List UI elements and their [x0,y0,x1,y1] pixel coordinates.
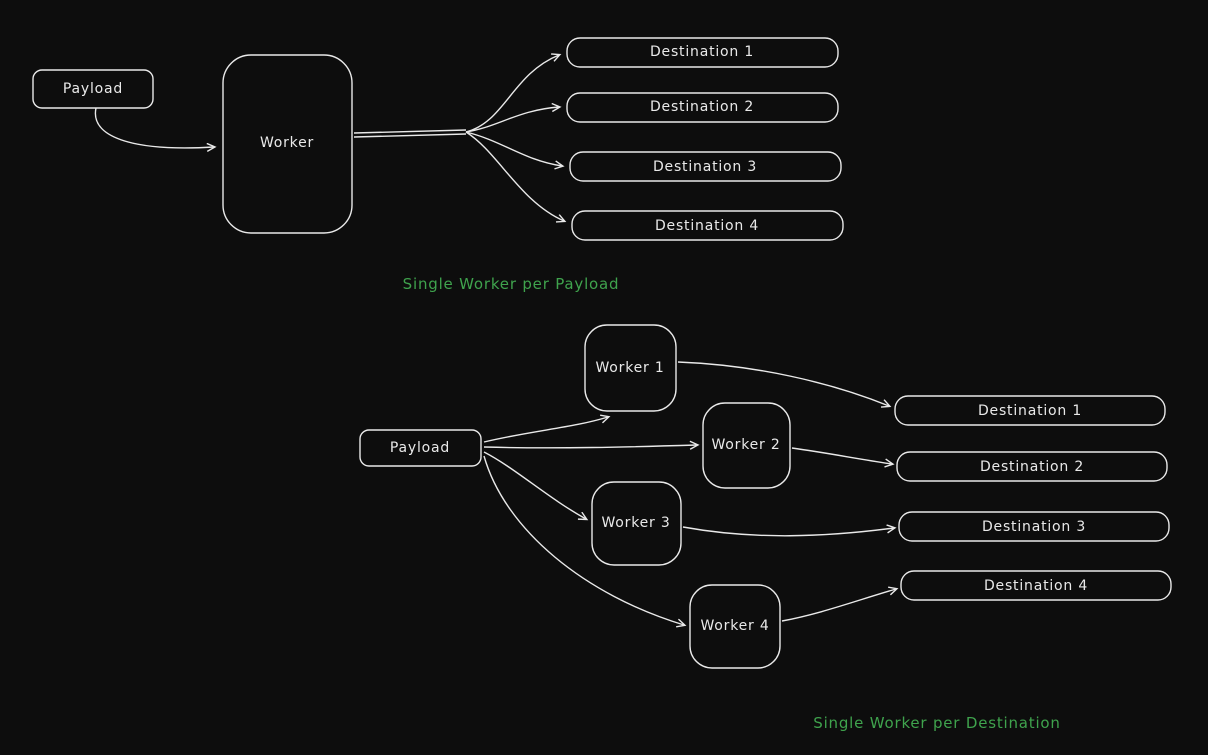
destination-label-bottom-1: Destination 1 [978,403,1082,419]
payload-label-top: Payload [63,81,123,97]
destination-node-bottom-1 [894,395,1166,426]
arrow-payload-to-worker [94,107,214,148]
worker-node-3 [591,481,682,566]
arrow-worker1-to-destination-1 [677,361,889,406]
worker-label-2: Worker 2 [711,437,780,453]
destination-label-top-2: Destination 2 [650,99,754,115]
worker-label-top: Worker [260,135,314,151]
destination-node-top-4 [571,210,844,241]
destination-label-bottom-3: Destination 3 [982,519,1086,535]
destination-label-bottom-4: Destination 4 [984,578,1088,594]
caption-top: Single Worker per Payload [403,275,620,293]
destination-node-top-3 [569,151,842,182]
payload-label-bottom: Payload [390,440,450,456]
arrow-worker2-to-destination-2 [791,447,892,464]
worker-trunk-line-1 [353,129,467,134]
arrow-worker-to-destination-2 [465,107,559,133]
destination-node-top-2 [566,92,839,123]
arrow-payload-to-worker-3 [483,451,586,519]
arrow-worker-to-destination-4 [465,131,564,221]
payload-node-top [32,69,154,109]
arrow-payload-to-worker-2 [483,445,697,448]
destination-node-bottom-4 [900,570,1172,601]
payload-node-bottom [359,429,482,467]
worker-node-1 [584,324,677,412]
worker-node-2 [702,402,791,489]
destination-label-top-3: Destination 3 [653,159,757,175]
arrow-payload-to-worker-1 [483,417,608,443]
destination-label-bottom-2: Destination 2 [980,459,1084,475]
destination-node-bottom-2 [896,451,1168,482]
arrow-worker3-to-destination-3 [682,527,894,537]
arrow-worker-to-destination-1 [465,55,559,133]
arrow-payload-to-worker-4 [483,455,684,625]
worker-node-top [222,54,353,234]
arrow-worker4-to-destination-4 [781,589,896,622]
destination-label-top-1: Destination 1 [650,44,754,60]
destination-node-top-1 [566,37,839,68]
worker-label-1: Worker 1 [595,360,664,376]
caption-bottom: Single Worker per Destination [813,714,1060,732]
worker-label-3: Worker 3 [601,515,670,531]
arrow-worker-to-destination-3 [465,131,562,166]
destination-label-top-4: Destination 4 [655,218,759,234]
worker-label-4: Worker 4 [700,618,769,634]
worker-node-4 [689,584,781,669]
bottom-diagram: Payload Worker 1 Worker 2 Worker 3 Worke… [359,324,1172,732]
top-diagram: Payload Worker Destination 1 Destination… [32,37,844,293]
destination-node-bottom-3 [898,511,1170,542]
worker-trunk-line-2 [353,133,467,138]
